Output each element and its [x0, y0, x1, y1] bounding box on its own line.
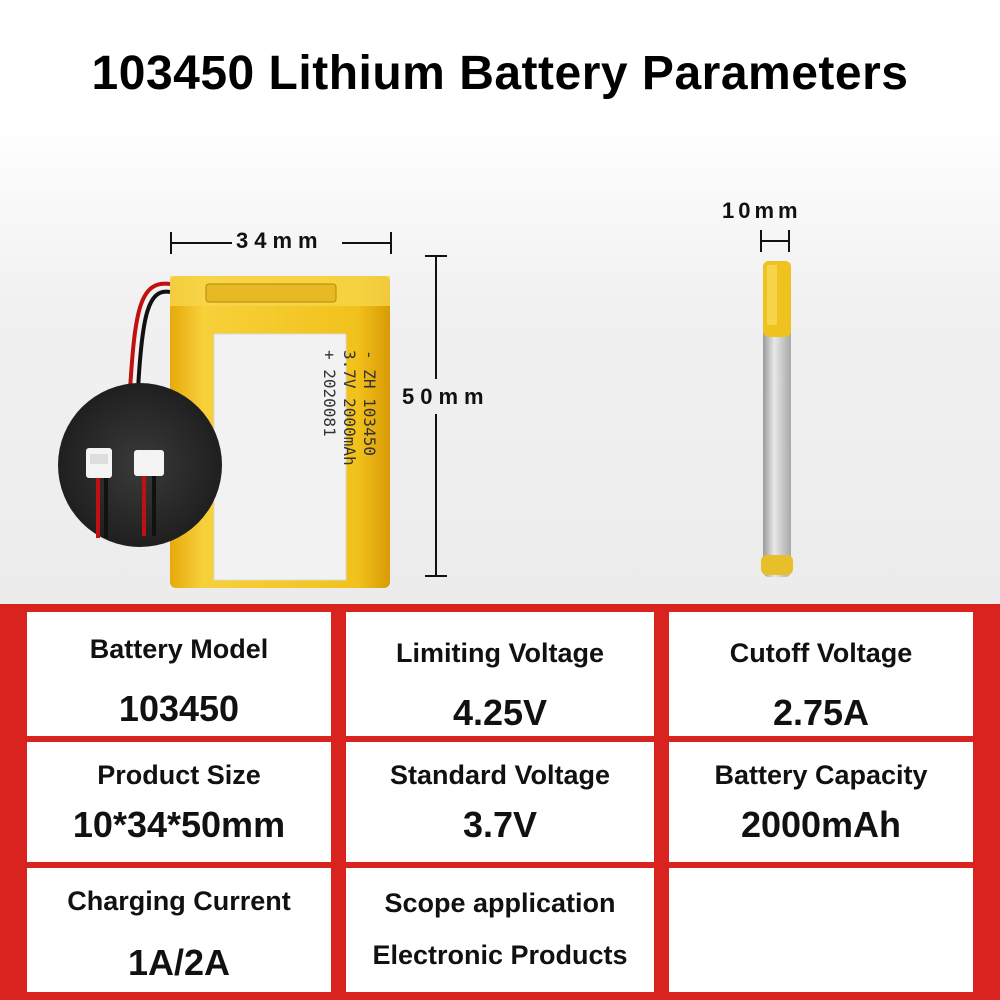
- battery-front-image: [58, 276, 390, 588]
- battery-model-label: Battery Model: [89, 634, 269, 664]
- cell-battery-model: Battery Model 103450: [27, 612, 331, 736]
- scope-application-label: Scope application: [384, 888, 616, 918]
- cell-cutoff-voltage: Cutoff Voltage 2.75A: [669, 612, 973, 736]
- thickness-label: 10mm: [722, 198, 802, 223]
- limiting-voltage-value: 4.25V: [452, 692, 548, 733]
- charging-current-value: 1A/2A: [127, 942, 231, 983]
- specs-table: Battery Model 103450 Limiting Voltage 4.…: [0, 604, 1000, 1000]
- page-title: 103450 Lithium Battery Parameters: [91, 47, 909, 100]
- width-label: 34mm: [236, 228, 324, 253]
- cell-empty: [669, 868, 973, 992]
- cell-standard-voltage: Standard Voltage 3.7V: [346, 742, 654, 862]
- limiting-voltage-label: Limiting Voltage: [396, 638, 604, 668]
- scope-application-value: Electronic Products: [372, 940, 628, 970]
- battery-model-value: 103450: [118, 688, 240, 729]
- cell-limiting-voltage: Limiting Voltage 4.25V: [346, 612, 654, 736]
- cell-product-size: Product Size 10*34*50mm: [27, 742, 331, 862]
- battery-label-text: - ZH 103450 3.7V 2000mAh + 2020081: [289, 350, 379, 550]
- cell-charging-current: Charging Current 1A/2A: [27, 868, 331, 992]
- charging-current-label: Charging Current: [67, 886, 291, 916]
- product-size-label: Product Size: [97, 760, 261, 790]
- standard-voltage-label: Standard Voltage: [389, 760, 611, 790]
- cell-scope-application: Scope application Electronic Products: [346, 868, 654, 992]
- height-label: 50mm: [402, 384, 490, 409]
- cell-battery-capacity: Battery Capacity 2000mAh: [669, 742, 973, 862]
- standard-voltage-value: 3.7V: [462, 804, 538, 845]
- cutoff-voltage-label: Cutoff Voltage: [729, 638, 913, 668]
- label-line-3: + 2020081: [320, 350, 339, 437]
- cutoff-voltage-value: 2.75A: [772, 692, 870, 733]
- battery-capacity-value: 2000mAh: [740, 804, 902, 845]
- battery-side-image: [761, 261, 793, 577]
- label-line-2: 3.7V 2000mAh: [340, 350, 359, 466]
- label-line-1: - ZH 103450: [360, 350, 379, 456]
- battery-capacity-label: Battery Capacity: [714, 760, 928, 790]
- product-size-value: 10*34*50mm: [72, 804, 286, 845]
